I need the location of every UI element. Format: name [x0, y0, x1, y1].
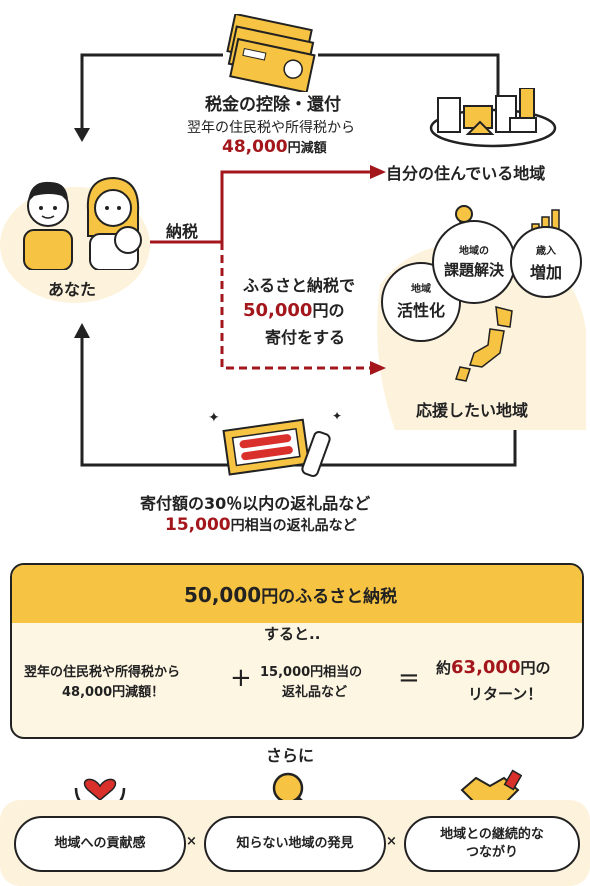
bubble-problem-solving: 地域の 課題解決: [432, 220, 516, 304]
tax-arrow: [150, 170, 372, 244]
summary-box: 50,000円のふるさと納税 すると.. 翌年の住民税や所得税から 48,000…: [10, 563, 584, 739]
deduction-title: 税金の控除・還付: [205, 95, 341, 115]
money-bills-icon: [226, 14, 316, 92]
summary-left-line1: 翌年の住民税や所得税から: [24, 665, 181, 680]
equals-sign: =: [398, 663, 420, 693]
gift-box-icon: ✦ ✦: [208, 409, 342, 478]
summary-header: [12, 565, 582, 623]
summary-mid-line2: 返礼品など: [282, 685, 348, 700]
summary-right-line1: 約63,000円の: [436, 657, 551, 678]
family-icon: [23, 176, 142, 270]
benefit-contribution: 地域への貢献感: [14, 816, 186, 872]
support-region-label: 応援したい地域: [416, 401, 529, 420]
separator-2: ×: [386, 834, 397, 849]
svg-text:✦: ✦: [332, 409, 342, 423]
summary-mid-line1: 15,000円相当の: [260, 665, 363, 680]
summary-subtitle: すると..: [264, 625, 321, 643]
summary-title: 50,000円のふるさと納税: [184, 583, 398, 607]
more-title: さらに: [266, 746, 315, 765]
furusato-amount: 50,000円の: [243, 300, 345, 321]
furusato-line1: ふるさと納税で: [243, 276, 356, 295]
you-label: あなた: [48, 280, 97, 299]
bubble-revenue-increase: 歳入 増加: [510, 226, 582, 298]
city-icon: [429, 88, 557, 148]
return-arrow-top: [80, 53, 223, 130]
gift-amount: 15,000円相当の返礼品など: [165, 515, 357, 535]
deduction-line2: 翌年の住民税や所得税から: [187, 120, 355, 136]
japan-map-icon: [455, 306, 513, 382]
svg-text:✦: ✦: [208, 410, 220, 426]
benefit-discovery: 知らない地域の発見: [204, 816, 386, 872]
furusato-arrow: [220, 242, 372, 370]
home-region-label: 自分の住んでいる地域: [386, 164, 546, 183]
summary-right-line2: リターン！: [468, 685, 543, 703]
summary-left-line2: 48,000円減額！: [62, 685, 165, 700]
plus-sign: +: [230, 663, 252, 693]
benefit-connection: 地域との継続的な つながり: [404, 816, 580, 872]
separator-1: ×: [186, 834, 197, 849]
gift-line1: 寄付額の30％以内の返礼品など: [140, 494, 371, 513]
deduction-amount: 48,000円減額: [222, 137, 327, 157]
furusato-line3: 寄付をする: [265, 328, 346, 347]
tax-label: 納税: [166, 222, 199, 241]
